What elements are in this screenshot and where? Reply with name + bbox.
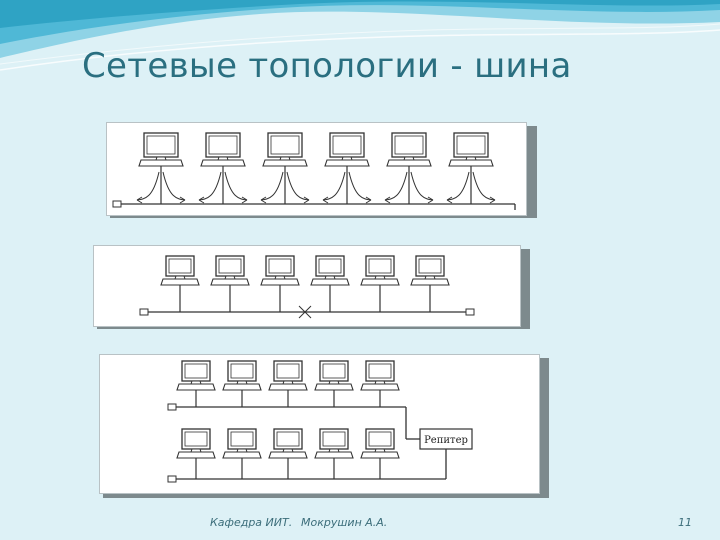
- terminator: [465, 308, 475, 316]
- bus-diagram-3: Репитер: [167, 360, 473, 483]
- computer-icon: [160, 255, 200, 286]
- arrow-head: [427, 196, 434, 204]
- signal-arrow: [446, 171, 470, 201]
- terminator: [167, 403, 177, 411]
- cable-break-marker: [298, 305, 312, 319]
- slide-title: Сетевые топологии - шина: [82, 46, 572, 86]
- signal-arrow: [162, 171, 186, 201]
- arrow-head: [322, 196, 329, 204]
- terminator: [112, 200, 122, 208]
- computer-icon: [386, 132, 432, 167]
- arrow-head: [303, 196, 310, 204]
- computer-icon: [324, 132, 370, 167]
- arrow-head: [446, 196, 453, 204]
- arrow-head: [136, 196, 143, 204]
- computer-icon: [268, 428, 308, 459]
- computer-icon: [210, 255, 250, 286]
- header-wave-decoration: [0, 0, 720, 71]
- signal-arrow: [224, 171, 248, 201]
- signal-arrow: [410, 171, 434, 201]
- computer-icon: [360, 360, 400, 391]
- signal-arrow: [384, 171, 408, 201]
- computer-icon: [314, 428, 354, 459]
- signal-arrow: [198, 171, 222, 201]
- computer-icon: [200, 132, 246, 167]
- computer-icon: [222, 360, 262, 391]
- bus-diagram-panel-3: Репитер: [99, 354, 540, 494]
- footer-author: Мокрушин А.А.: [301, 516, 388, 529]
- bus-diagram-2: [139, 255, 475, 319]
- arrow-head: [365, 196, 372, 204]
- arrow-head: [489, 196, 496, 204]
- terminator: [139, 308, 149, 316]
- arrow-head: [179, 196, 186, 204]
- computer-icon: [314, 360, 354, 391]
- computer-icon: [262, 132, 308, 167]
- computer-icon: [176, 428, 216, 459]
- computer-icon: [360, 255, 400, 286]
- bus-diagram-1: [112, 132, 516, 210]
- bus-diagram-panel-1: [106, 122, 527, 216]
- repeater-label: Репитер: [424, 435, 468, 446]
- signal-arrow: [286, 171, 310, 201]
- signal-arrow: [322, 171, 346, 201]
- computer-icon: [138, 132, 184, 167]
- computer-icon: [222, 428, 262, 459]
- arrow-head: [198, 196, 205, 204]
- signal-arrow: [472, 171, 496, 201]
- footer-department: Кафедра ИИТ.: [210, 516, 293, 529]
- signal-arrow: [348, 171, 372, 201]
- computer-icon: [310, 255, 350, 286]
- computer-icon: [260, 255, 300, 286]
- arrow-head: [384, 196, 391, 204]
- arrow-head: [241, 196, 248, 204]
- arrow-head: [260, 196, 267, 204]
- computer-icon: [410, 255, 450, 286]
- computer-icon: [448, 132, 494, 167]
- bus-diagram-panel-2: [93, 245, 521, 327]
- computer-icon: [360, 428, 400, 459]
- terminator: [167, 475, 177, 483]
- computer-icon: [268, 360, 308, 391]
- signal-arrow: [260, 171, 284, 201]
- computer-icon: [176, 360, 216, 391]
- footer-page-number: 11: [678, 516, 692, 529]
- signal-arrow: [136, 171, 160, 201]
